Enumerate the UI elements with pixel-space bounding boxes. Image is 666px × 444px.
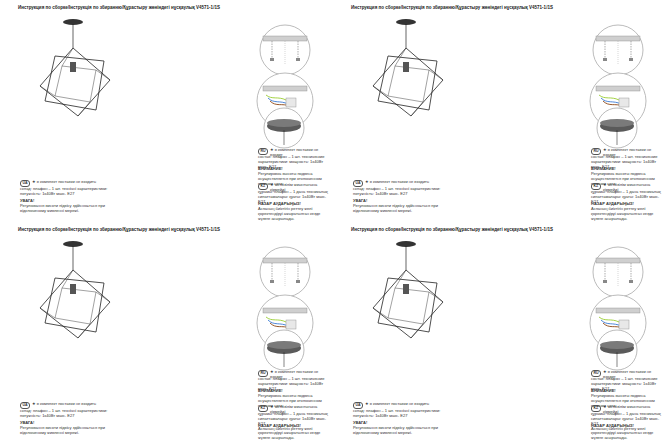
sheet-heading: Инструкция по сборке/Інструкція по збира… (351, 5, 553, 10)
note-text: ★ в комплект поставки не входить (32, 402, 112, 407)
language-badge: UA (353, 402, 363, 409)
language-badge: UA (353, 180, 363, 187)
warning-text: Аспаның биіктігін реттеу желі қоректенді… (258, 427, 328, 441)
note-text: ★ в комплект поставки не входить (365, 402, 445, 407)
warning-text: Регулювання висоти підвісу здійснюється … (353, 426, 448, 436)
language-badge: RU (591, 370, 601, 377)
warning-text: Аспаның биіктігін реттеу желі қоректенді… (591, 207, 661, 221)
language-badge: UA (20, 180, 30, 187)
sheet-heading: Инструкция по сборке/Інструкція по збира… (18, 227, 220, 232)
note-text: ★ в комплект поставки не входить (365, 180, 445, 185)
warning-text: Регулювання висоти підвісу здійснюється … (353, 204, 448, 214)
sheet-heading: Инструкция по сборке/Інструкція по збира… (351, 227, 553, 232)
sheet-heading: Инструкция по сборке/Інструкція по збира… (18, 5, 220, 10)
warning-text: Аспаның биіктігін реттеу желі қоректенді… (258, 207, 328, 221)
language-badge: RU (258, 370, 268, 377)
language-badge: RU (591, 148, 601, 155)
warning-text: Аспаның биіктігін реттеу желі қоректенді… (591, 427, 661, 441)
language-badge: KZ (591, 405, 601, 412)
language-badge: KZ (258, 183, 268, 190)
note-text: ★ в комплект поставки не входить (32, 180, 112, 185)
language-badge: KZ (591, 183, 601, 190)
warning-text: Регулювання висоти підвісу здійснюється … (20, 426, 115, 436)
spec-text: склад: плафон – 1 шт. технічні характери… (353, 409, 448, 419)
warning-text: Регулювання висоти підвісу здійснюється … (20, 204, 115, 214)
spec-text: склад: плафон – 1 шт. технічні характери… (353, 187, 448, 197)
spec-text: склад: плафон – 1 шт. технічні характери… (20, 409, 115, 419)
language-badge: UA (20, 402, 30, 409)
language-badge: KZ (258, 405, 268, 412)
language-badge: RU (258, 148, 268, 155)
spec-text: склад: плафон – 1 шт. технічні характери… (20, 187, 115, 197)
